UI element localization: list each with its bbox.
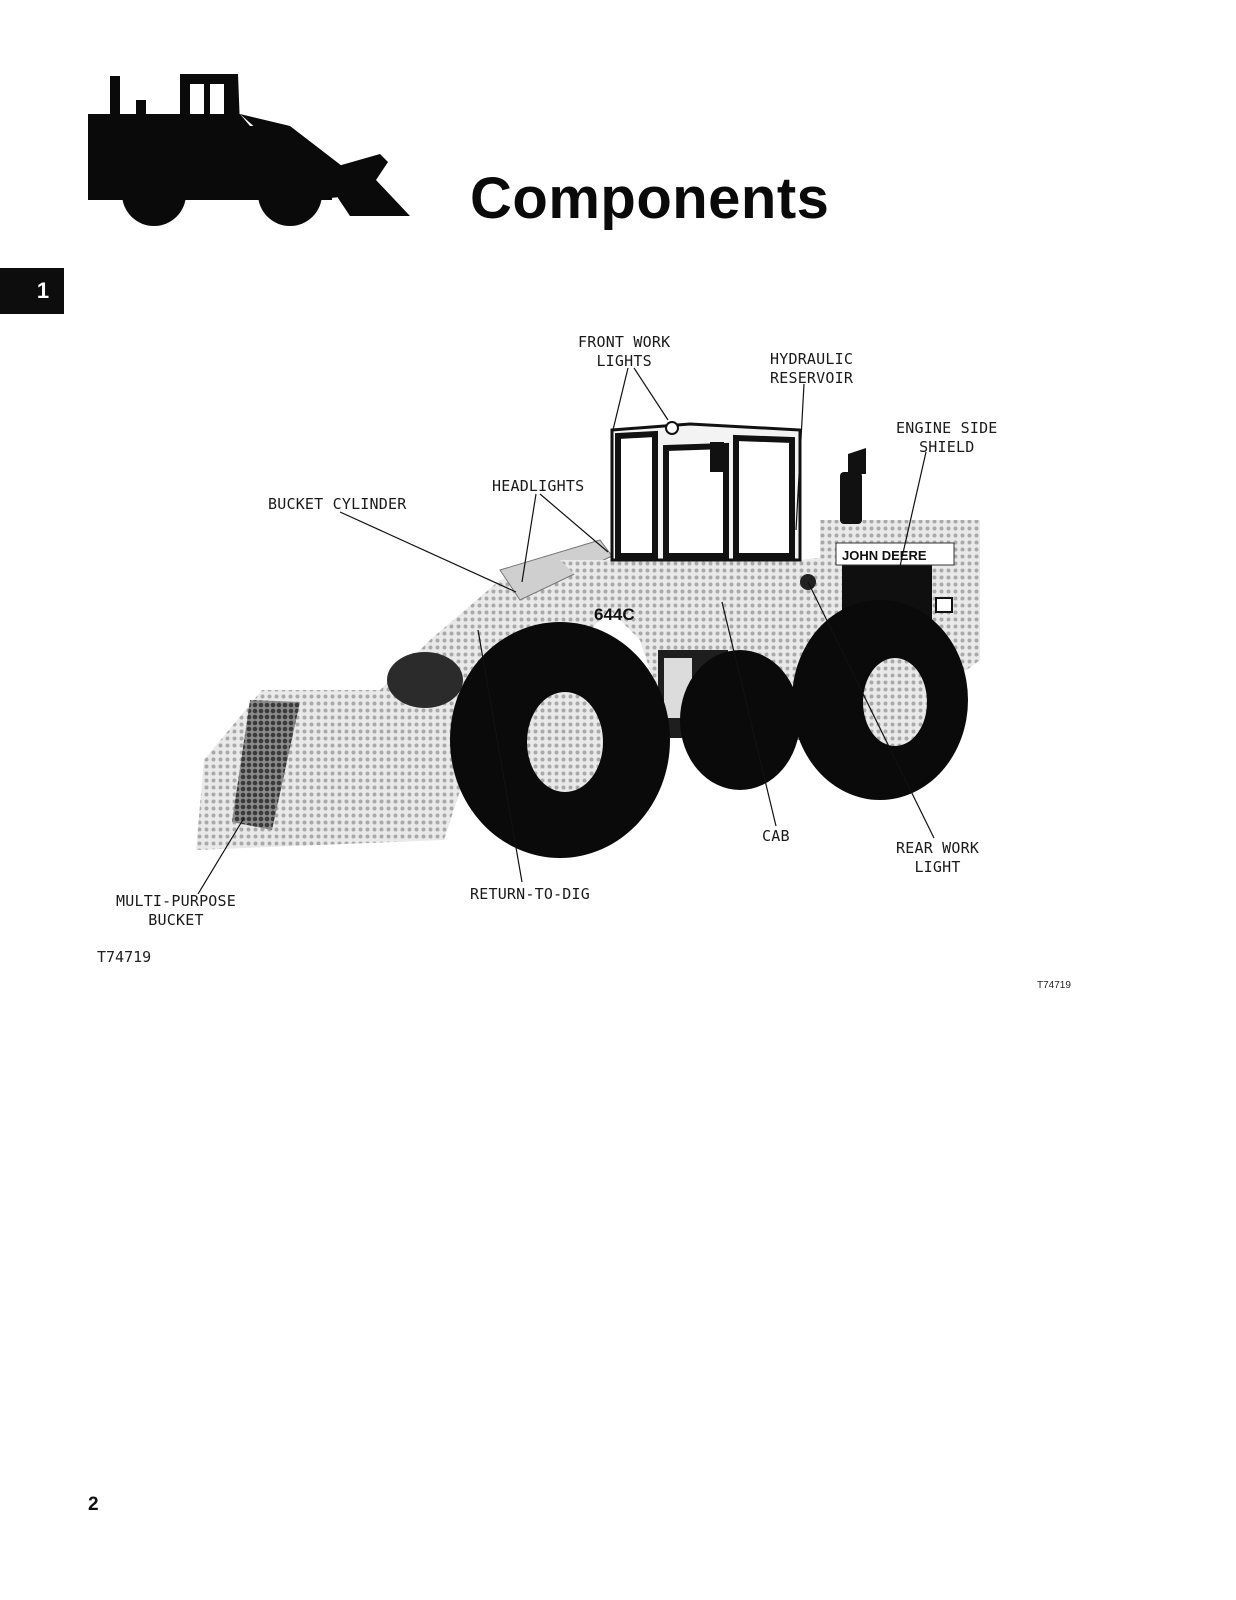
callout-return-to-dig: RETURN-TO-DIG <box>470 885 590 903</box>
model-badge: 644C <box>594 605 635 624</box>
page-number: 2 <box>88 1494 99 1515</box>
front-work-light-shape <box>665 421 679 435</box>
callout-multi-purpose-bucket: MULTI-PURPOSE BUCKET <box>116 892 236 929</box>
figure-id-right: T74719 <box>1037 980 1071 991</box>
front-wheel <box>450 622 670 858</box>
figure-id-left: T74719 <box>97 948 152 966</box>
page-title: Components <box>470 166 830 231</box>
brand-decal: JOHN DEERE <box>842 548 927 563</box>
callout-rear-work-light: REAR WORK LIGHT <box>896 839 980 876</box>
callout-bucket-cylinder: BUCKET CYLINDER <box>268 495 407 513</box>
callout-front-work-lights: FRONT WORK LIGHTS <box>578 333 671 370</box>
callout-cab: CAB <box>762 827 790 845</box>
callout-headlights: HEADLIGHTS <box>492 477 585 495</box>
section-tab: 1 <box>0 268 64 314</box>
loader-silhouette-logo <box>88 74 410 226</box>
callout-engine-side-shield: ENGINE SIDE SHIELD <box>896 419 998 456</box>
callout-hydraulic-reservoir: HYDRAULIC RESERVOIR <box>770 350 854 387</box>
loader-components-figure: JOHN DEERE 644C <box>196 367 980 895</box>
rear-wheel <box>792 600 968 800</box>
section-tab-number: 1 <box>36 278 50 303</box>
